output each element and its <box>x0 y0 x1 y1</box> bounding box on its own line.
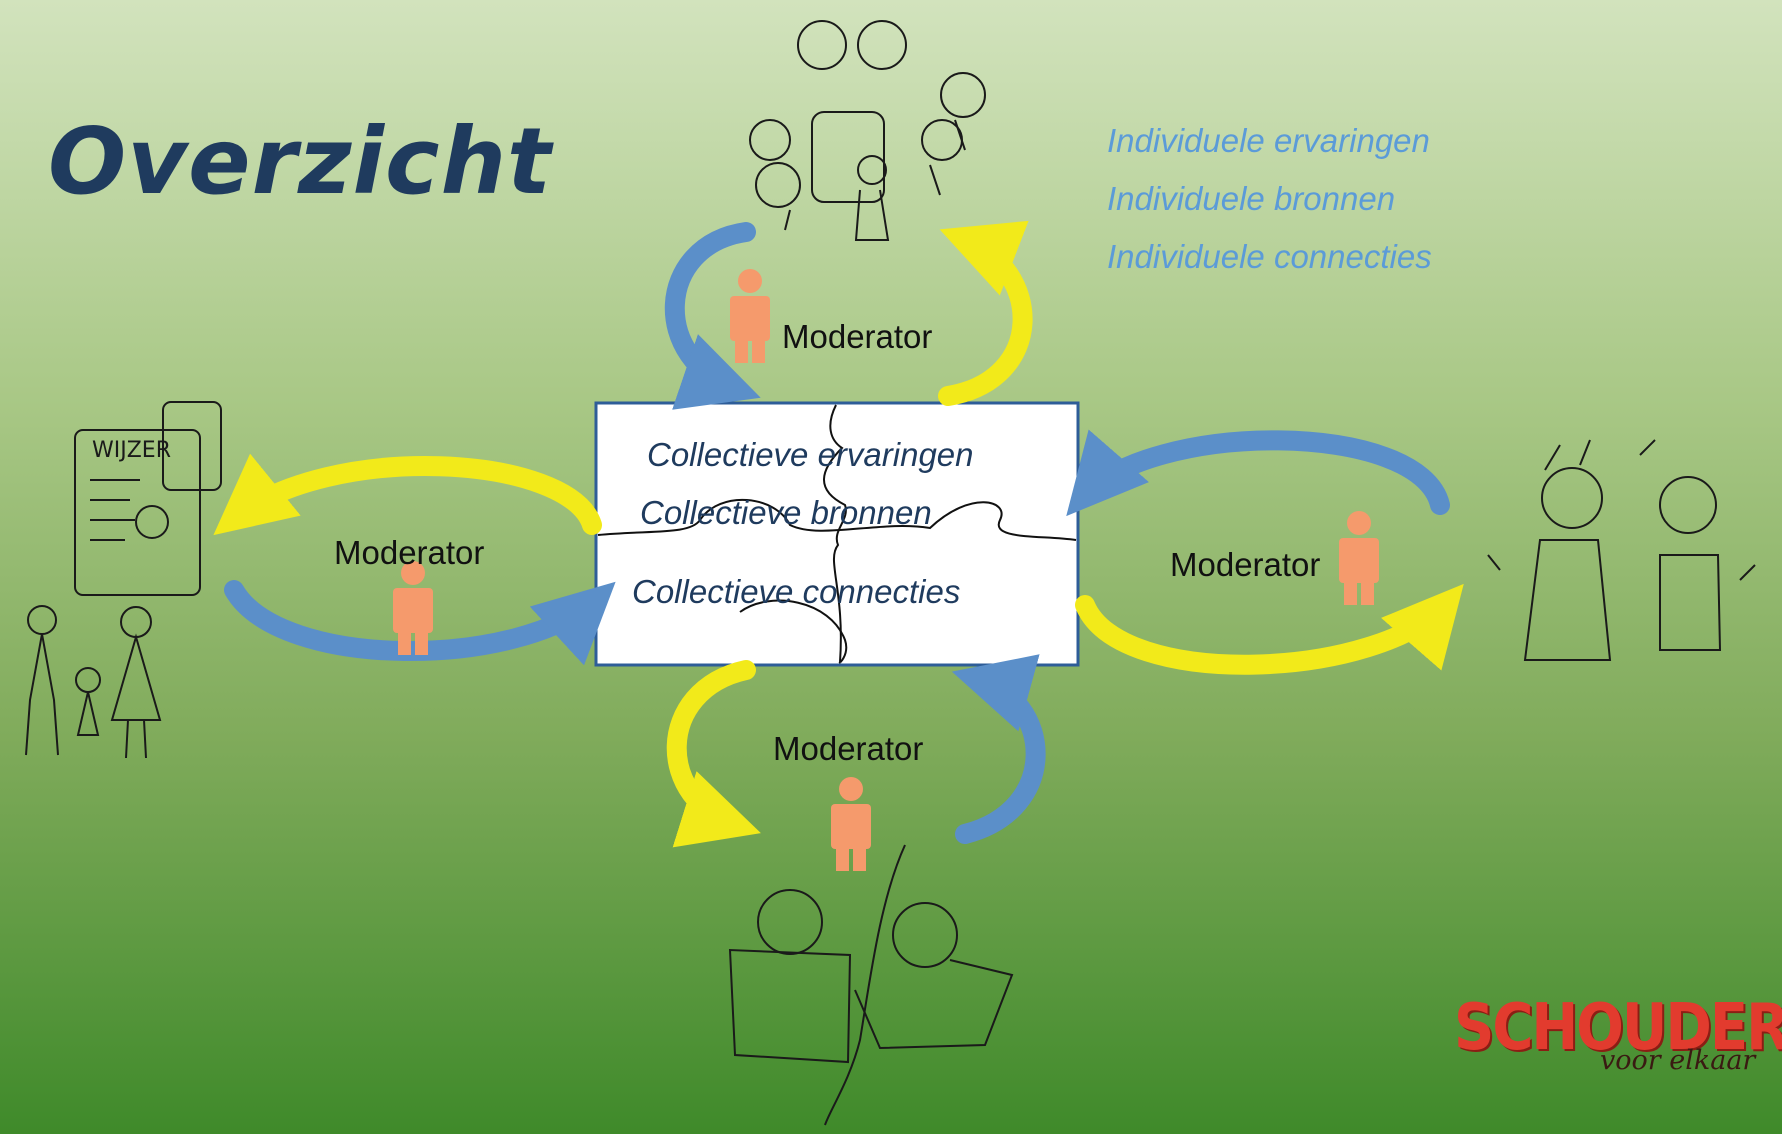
moderator-left-label: Moderator <box>334 534 485 571</box>
moderator-top-label: Moderator <box>782 318 933 355</box>
collective-sources-label: Collectieve bronnen <box>640 494 932 531</box>
circular-arrow-top-right <box>938 220 1033 406</box>
page-title: Overzicht <box>48 108 553 215</box>
collective-connections-label: Collectieve connecties <box>632 573 961 610</box>
puzzle-box <box>594 401 1080 667</box>
individual-connections-label: Individuele connecties <box>1107 238 1432 275</box>
sketch-doctors <box>1487 439 1756 661</box>
circular-arrow-bottom-right <box>951 654 1046 844</box>
circular-arrow-bottom-left <box>666 660 761 848</box>
sketch-group <box>749 20 986 241</box>
person-icon <box>831 777 871 871</box>
moderator-right-label: Moderator <box>1170 546 1321 583</box>
collective-experiences-label: Collectieve ervaringen <box>647 436 974 473</box>
person-icon <box>393 561 433 655</box>
circular-arrow-top-left <box>664 222 761 410</box>
logo-tagline: voor elkaar <box>1600 1045 1756 1076</box>
moderator-bottom-label: Moderator <box>773 730 924 767</box>
circular-arrow-right-bottom <box>1075 583 1464 675</box>
logo-name: SCHOUDERS <box>1454 990 1782 1065</box>
circular-arrow-left-top <box>213 453 602 536</box>
person-icon <box>1339 511 1379 605</box>
individual-sources-label: Individuele bronnen <box>1107 180 1396 217</box>
sketch-readers <box>728 844 1014 1126</box>
circular-arrow-right-top <box>1066 429 1450 517</box>
svg-text:WIJZER: WIJZER <box>92 438 171 463</box>
person-icon <box>730 269 770 363</box>
sketch-family: WIJZER <box>25 401 222 759</box>
individual-experiences-label: Individuele ervaringen <box>1107 122 1430 159</box>
